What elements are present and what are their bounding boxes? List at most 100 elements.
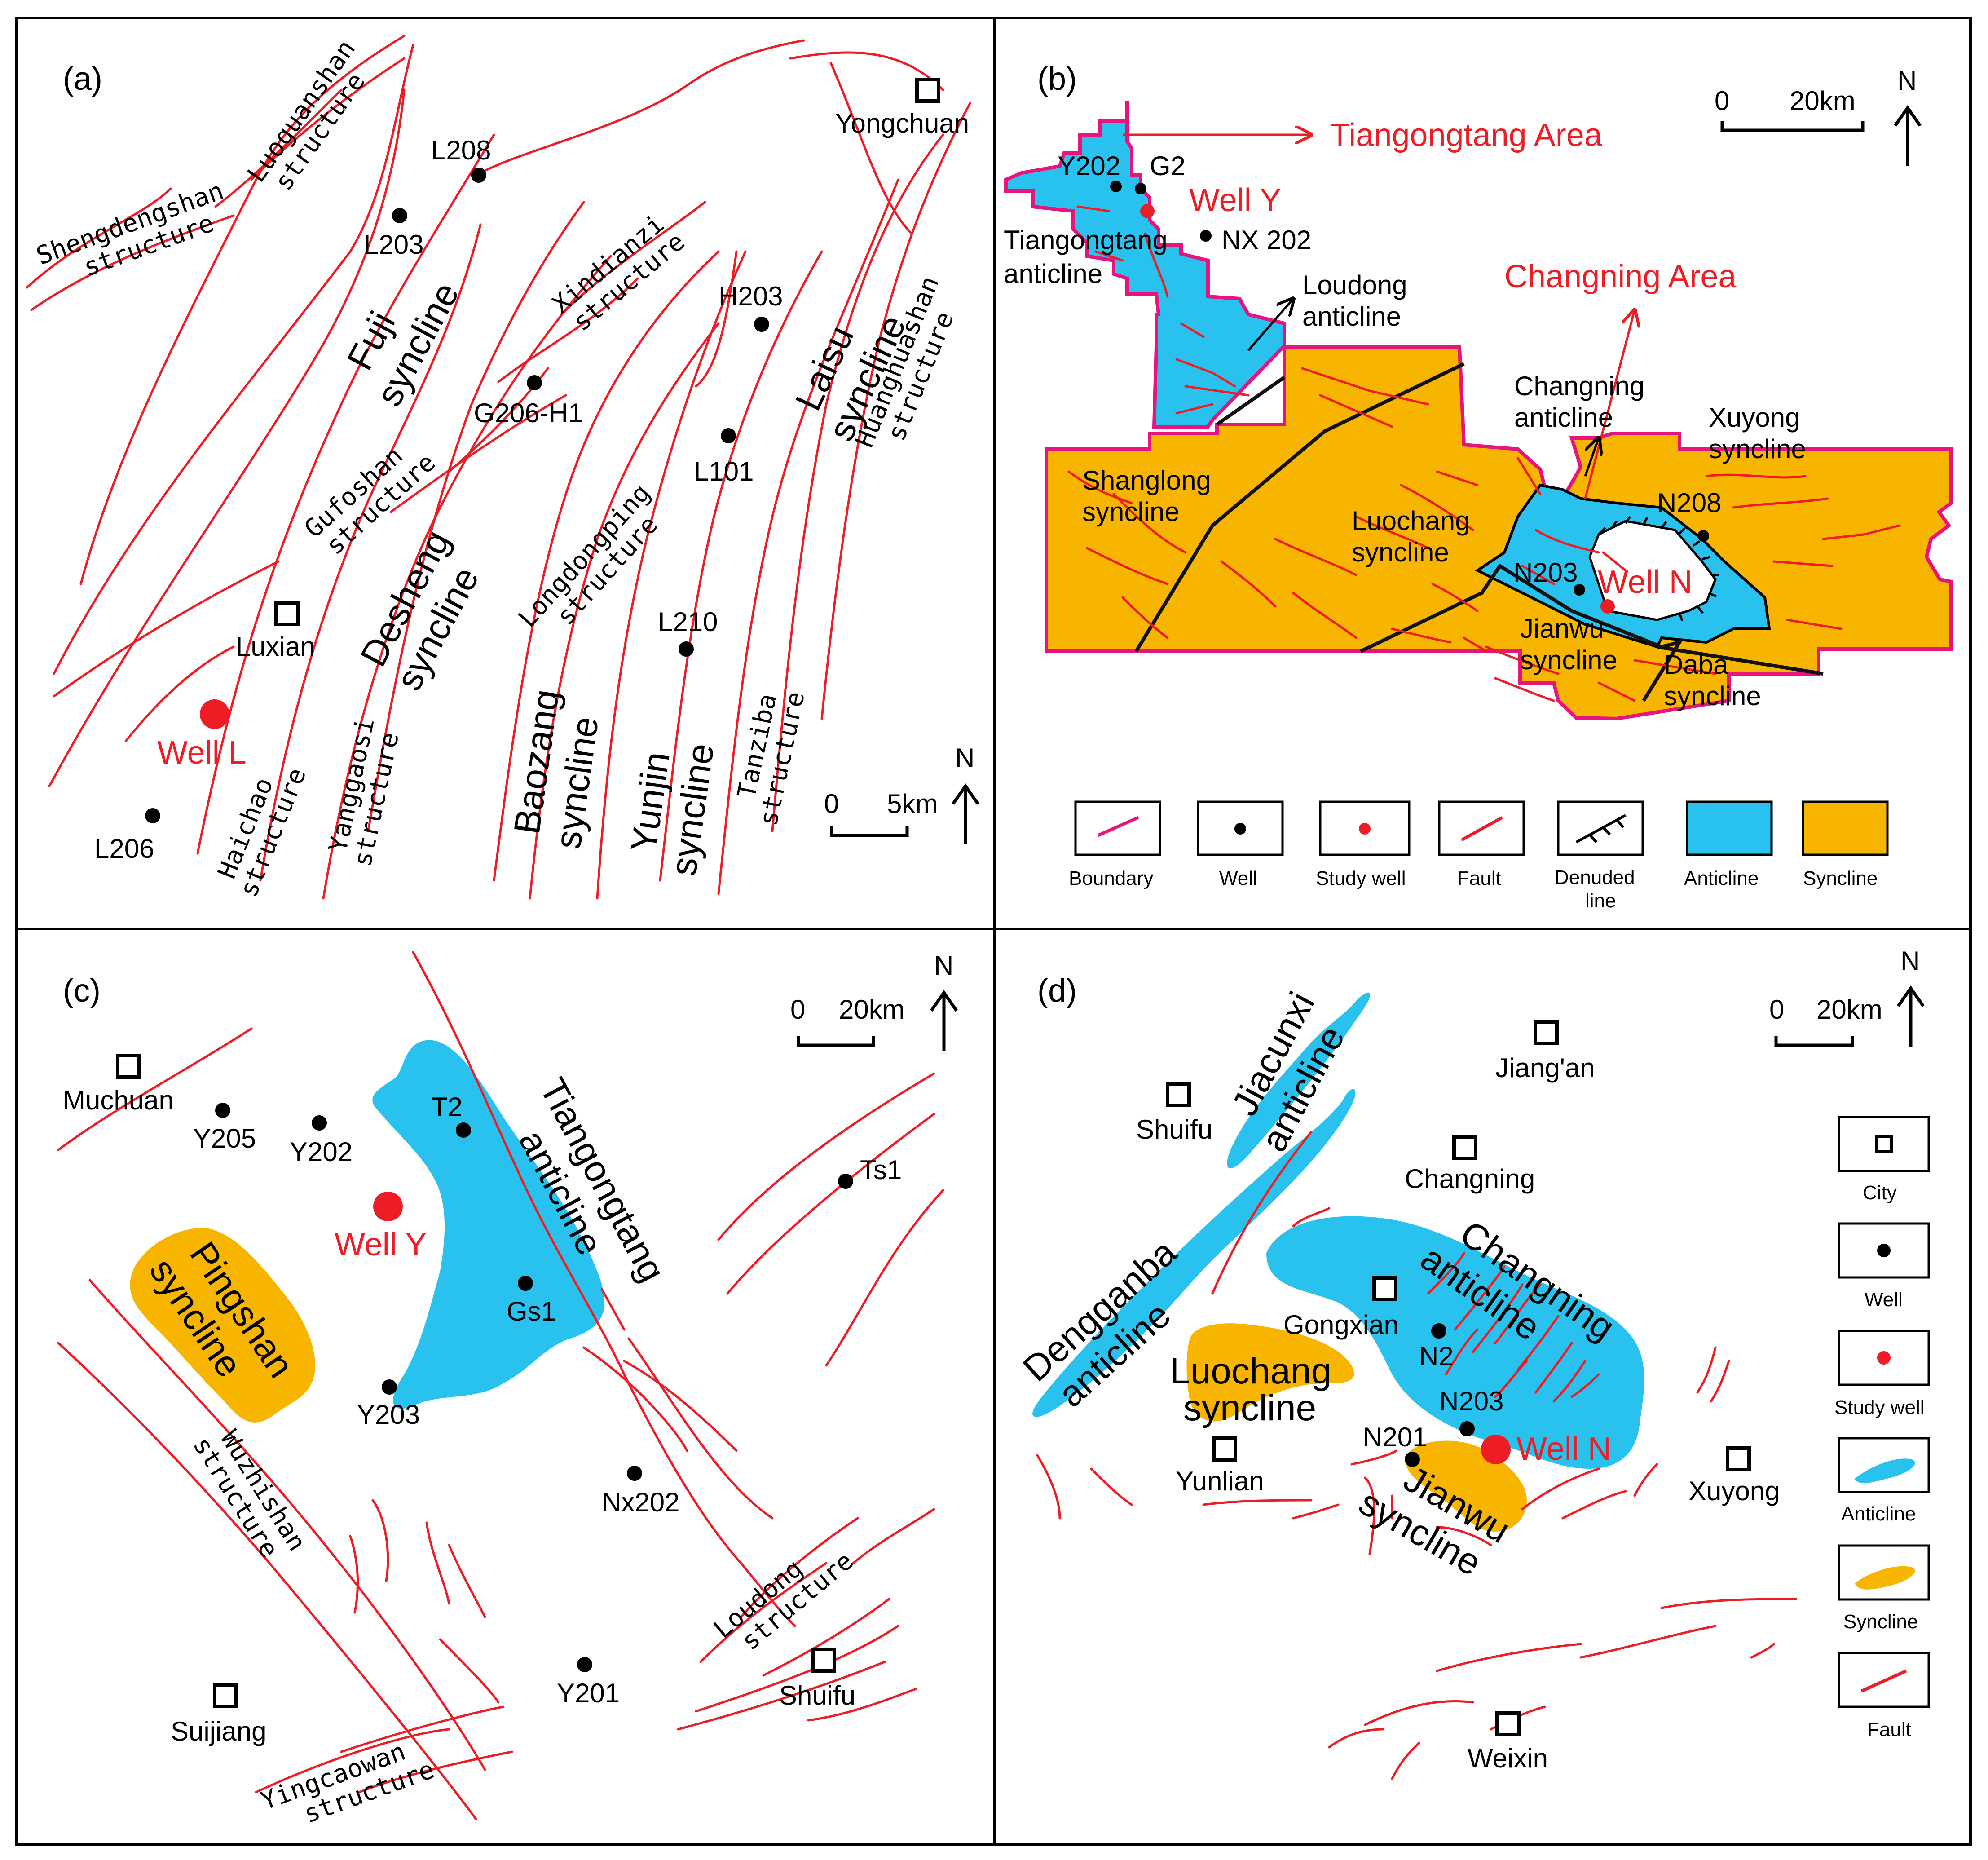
city-label: Yunlian [1176,1466,1264,1496]
city-icon [1212,1436,1237,1462]
structure-label: Changning [1514,371,1644,401]
study-well-y-dot [373,1192,403,1221]
structure-label: Jianwu [1520,614,1604,644]
wuzhishan-structure-label: Wuzhishan structure [187,1425,312,1563]
structure-label: anticline [1004,259,1102,289]
city-icon [213,1683,238,1708]
well-label: Nx202 [602,1487,679,1517]
yanggaosi-structure-label: Yanggaosi structure [323,716,405,869]
city-icon [1726,1446,1751,1471]
well-dot [392,208,407,223]
svg-text:0: 0 [1715,86,1729,116]
well-dot [1431,1323,1446,1339]
panel-d-frame [993,928,1972,1846]
city-label: Gongxian [1283,1310,1399,1340]
loudong-arrow [1247,299,1293,351]
panel-b-faults [1067,205,1901,702]
panel-d: (d) [1015,946,1930,1780]
structure-label: Tiangongtang [1004,225,1168,255]
city-label: Changning [1405,1164,1535,1194]
city-luxian-label: Luxian [236,632,315,662]
changning-area-arrow [1584,310,1635,499]
panel-b: (b) [1004,61,1953,912]
well-dot [754,317,769,332]
study-well-l-dot [200,699,229,729]
well-dot [518,1276,533,1291]
well-label: L208 [431,135,491,165]
svg-text:Syncline: Syncline [1803,867,1878,889]
svg-text:Boundary: Boundary [1069,867,1153,889]
baozang-syncline-label: Baozang syncline [507,687,607,851]
panel-d-faults [1036,1131,1798,1780]
well-dot [215,1103,230,1118]
svg-text:0: 0 [1769,994,1784,1025]
structure-label: Shanglong [1082,465,1211,495]
well-label: Y205 [193,1123,256,1153]
structure-label: Xuyong [1709,402,1800,433]
svg-text:Denuded: Denuded [1555,866,1635,888]
well-dot [382,1379,397,1395]
city-label: Muchuan [63,1085,174,1115]
yingcaowan-structure-label: Yingcaowan structure [257,1737,438,1829]
well-label: L206 [94,834,154,864]
svg-text:0: 0 [790,994,805,1025]
area-label: Changning Area [1504,259,1737,295]
well-label: N208 [1657,488,1721,518]
well-dot [1135,183,1146,194]
city-icon [1166,1082,1191,1107]
panel-d-north-arrow: N [1897,946,1925,1047]
city-icon [811,1648,836,1673]
panel-c-scale-bar: 0 20km [790,994,905,1047]
city-icon [116,1054,141,1079]
panel-b-scale-bar: 0 20km [1715,86,1865,132]
city-icon [1495,1711,1521,1736]
well-label: Y201 [557,1678,620,1708]
svg-text:20km: 20km [839,994,905,1025]
fuji-syncline-label: Fuji syncline [339,276,467,412]
panel-d-scale-bar: 0 20km [1769,994,1882,1047]
well-label: N201 [1363,1422,1427,1452]
svg-text:5km: 5km [887,789,938,819]
well-label: Y202 [1058,151,1120,181]
well-label: N203 [1513,557,1578,588]
structure-label: syncline [1664,681,1761,711]
structure-label: syncline [1520,645,1618,675]
svg-text:Anticline: Anticline [1684,867,1759,889]
panel-c: (c) [57,950,958,1829]
structure-label: Luochang [1352,506,1470,536]
pingshan-syncline-area [130,1228,315,1423]
city-icon [1452,1135,1477,1160]
luochang-syncline-label-2: syncline [1183,1387,1316,1428]
svg-text:Study well: Study well [1834,1396,1925,1418]
study-well-n-label: Well N [1516,1431,1611,1467]
city-label: Jiang'an [1495,1053,1595,1083]
jiacunxi-anticline-area [1227,992,1371,1169]
structure-label: syncline [1352,537,1449,567]
svg-text:N: N [1900,946,1920,976]
panel-b-legend: Boundary Well Study well Fault Denuded l… [1069,800,1889,912]
tiangongtang-anticline-area [372,1040,605,1409]
svg-text:0: 0 [824,789,839,819]
panel-a-label: (a) [63,61,102,97]
well-dot [679,641,694,657]
study-well-label: Well Y [1189,182,1281,218]
svg-text:City: City [1863,1182,1897,1204]
well-label: G2 [1150,151,1186,181]
panel-c-north-arrow: N [930,950,958,1051]
svg-text:N: N [1897,66,1917,96]
svg-text:Anticline: Anticline [1841,1503,1916,1525]
desheng-syncline-label: Desheng syncline [353,524,487,697]
well-label: L203 [364,230,423,260]
well-dot [838,1174,853,1189]
well-label: Y203 [357,1400,420,1430]
well-label: L101 [694,456,754,486]
well-dot [1697,530,1709,542]
study-well-y-label: Well Y [335,1227,427,1263]
city-label: Suijiang [171,1716,267,1746]
panel-a-faults [26,35,971,900]
luochang-syncline-label-1: Luochang [1170,1351,1331,1392]
structure-label: syncline [1082,497,1180,527]
well-label: Gs1 [507,1296,556,1326]
